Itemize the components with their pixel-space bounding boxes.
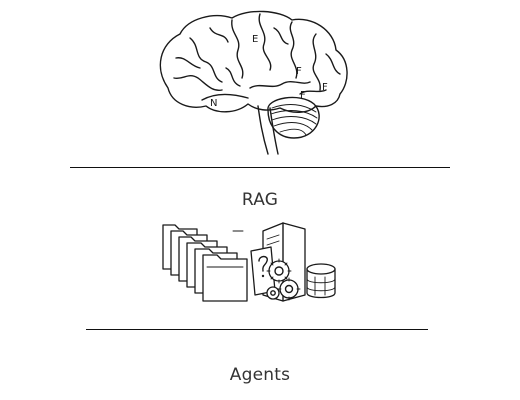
brain-letter-f3: F (300, 90, 306, 101)
agents-label: Agents (229, 365, 291, 385)
brain-letter-n: N (210, 98, 217, 109)
divider-bottom (86, 329, 428, 330)
folder-stack-icon (162, 224, 248, 302)
brain-letter-f2: F (296, 66, 302, 77)
brain-illustration: E F F F N (159, 10, 348, 155)
cerebellum (267, 96, 320, 139)
brainstem (257, 105, 279, 155)
divider-top (70, 167, 450, 168)
brain-outline (159, 10, 348, 113)
documents-illustration (162, 222, 336, 302)
database-icon (306, 263, 336, 299)
rag-label: RAG (241, 190, 279, 210)
brain-letter-f1: F (322, 82, 328, 93)
gear-icon (266, 258, 301, 301)
brain-letter-e: E (252, 34, 258, 45)
